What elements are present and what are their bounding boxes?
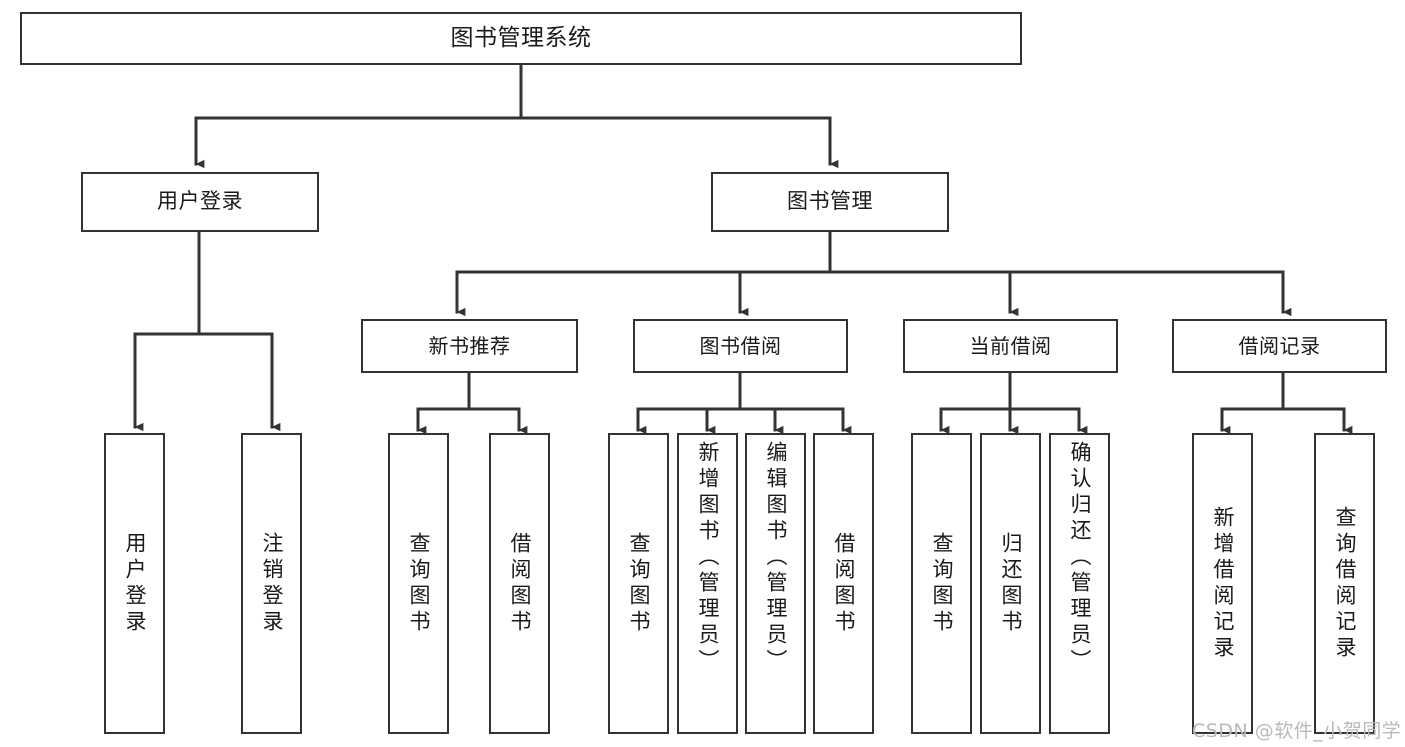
leaf-query-book-borrow[interactable]: 查询图书 xyxy=(608,433,669,734)
leaf-query-book-current-label: 查询图书 xyxy=(930,531,954,636)
leaf-borrow-book[interactable]: 借阅图书 xyxy=(813,433,874,734)
leaf-borrow-book-recommend[interactable]: 借阅图书 xyxy=(489,433,550,734)
leaf-user-login-label: 用户登录 xyxy=(123,531,147,636)
node-book-borrow-label: 图书借阅 xyxy=(699,333,782,358)
leaf-borrow-book-recommend-label: 借阅图书 xyxy=(508,531,532,636)
node-current-borrow[interactable]: 当前借阅 xyxy=(903,319,1118,373)
leaf-add-borrow-record-label: 新增借阅记录 xyxy=(1211,505,1235,662)
leaf-return-book-label: 归还图书 xyxy=(999,531,1023,636)
node-book-borrow[interactable]: 图书借阅 xyxy=(633,319,848,373)
leaf-query-book-recommend-label: 查询图书 xyxy=(407,531,431,636)
leaf-borrow-book-label: 借阅图书 xyxy=(832,531,856,636)
leaf-return-book[interactable]: 归还图书 xyxy=(980,433,1041,734)
node-user-login[interactable]: 用户登录 xyxy=(81,172,319,232)
node-borrow-record[interactable]: 借阅记录 xyxy=(1172,319,1387,373)
node-new-book-recommend[interactable]: 新书推荐 xyxy=(361,319,578,373)
leaf-logout[interactable]: 注销登录 xyxy=(241,433,302,734)
leaf-query-book-recommend[interactable]: 查询图书 xyxy=(388,433,449,734)
leaf-edit-book-admin[interactable]: 编辑图书（管理员） xyxy=(745,433,806,734)
leaf-edit-book-admin-label: 编辑图书（管理员） xyxy=(764,441,788,675)
node-borrow-record-label: 借阅记录 xyxy=(1238,333,1321,358)
leaf-add-book-admin-label: 新增图书（管理员） xyxy=(696,441,720,675)
node-user-login-label: 用户登录 xyxy=(157,189,243,214)
node-current-borrow-label: 当前借阅 xyxy=(969,333,1052,358)
leaf-confirm-return-admin[interactable]: 确认归还（管理员） xyxy=(1049,433,1110,734)
leaf-add-book-admin[interactable]: 新增图书（管理员） xyxy=(677,433,738,734)
leaf-query-borrow-record-label: 查询借阅记录 xyxy=(1333,505,1357,662)
leaf-add-borrow-record[interactable]: 新增借阅记录 xyxy=(1192,433,1253,734)
leaf-user-login[interactable]: 用户登录 xyxy=(104,433,165,734)
leaf-query-borrow-record[interactable]: 查询借阅记录 xyxy=(1314,433,1375,734)
leaf-query-book-borrow-label: 查询图书 xyxy=(627,531,651,636)
leaf-logout-label: 注销登录 xyxy=(260,531,284,636)
node-new-book-recommend-label: 新书推荐 xyxy=(428,333,511,358)
leaf-query-book-current[interactable]: 查询图书 xyxy=(911,433,972,734)
node-book-management-label: 图书管理 xyxy=(787,189,873,214)
leaf-confirm-return-admin-label: 确认归还（管理员） xyxy=(1068,441,1092,675)
node-book-management[interactable]: 图书管理 xyxy=(711,172,949,232)
node-root-system[interactable]: 图书管理系统 xyxy=(20,12,1022,65)
node-root-system-label: 图书管理系统 xyxy=(450,24,592,51)
